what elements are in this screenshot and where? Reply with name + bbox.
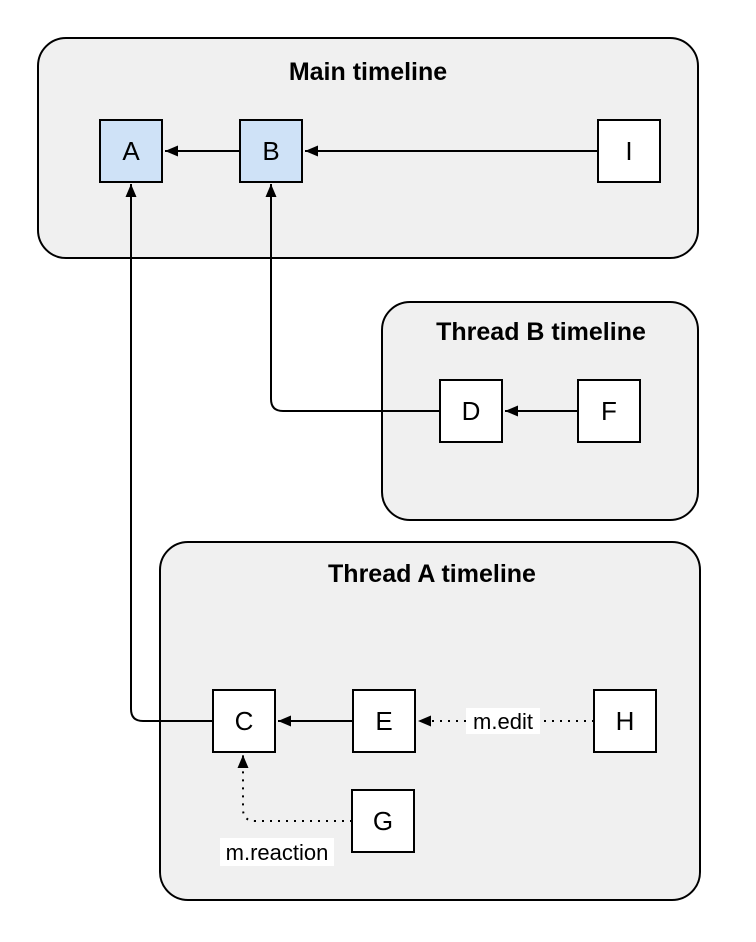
edge-label-m-reaction-text: m.reaction xyxy=(226,840,329,865)
node-b-label: B xyxy=(262,136,279,166)
edge-label-m-reaction-bg xyxy=(220,838,334,866)
container-main-timeline: Main timeline xyxy=(37,37,699,259)
container-thread-b-timeline-title: Thread B timeline xyxy=(436,318,646,346)
node-e-box xyxy=(352,689,416,753)
edge-label-m-edit: m.edit xyxy=(466,708,540,734)
node-f-box xyxy=(577,379,641,443)
node-b: B xyxy=(239,119,303,183)
edge-label-m-edit-text: m.edit xyxy=(473,709,533,734)
node-g-box xyxy=(351,789,415,853)
node-b-box xyxy=(239,119,303,183)
node-g-label: G xyxy=(373,806,393,836)
node-a-label: A xyxy=(122,136,140,166)
node-h: H xyxy=(593,689,657,753)
edge-d-to-b xyxy=(265,184,440,412)
node-c: C xyxy=(212,689,276,753)
node-e-label: E xyxy=(375,706,392,736)
node-i: I xyxy=(597,119,661,183)
node-d: D xyxy=(439,379,503,443)
container-main-timeline-title: Main timeline xyxy=(289,58,447,86)
node-h-box xyxy=(593,689,657,753)
container-main-timeline-box xyxy=(37,37,699,259)
edge-c-to-a xyxy=(125,184,213,722)
node-d-label: D xyxy=(462,396,481,426)
edge-label-m-edit-bg xyxy=(466,708,540,734)
node-a: A xyxy=(99,119,163,183)
node-f-label: F xyxy=(601,396,617,426)
node-a-box xyxy=(99,119,163,183)
node-i-label: I xyxy=(625,136,632,166)
node-c-label: C xyxy=(235,706,254,736)
node-h-label: H xyxy=(616,706,635,736)
container-thread-a-timeline-title: Thread A timeline xyxy=(328,560,536,588)
edge-label-m-reaction: m.reaction xyxy=(220,838,334,866)
node-d-box xyxy=(439,379,503,443)
node-i-box xyxy=(597,119,661,183)
node-e: E xyxy=(352,689,416,753)
node-g: G xyxy=(351,789,415,853)
node-f: F xyxy=(577,379,641,443)
node-c-box xyxy=(212,689,276,753)
edge-g-to-c xyxy=(237,755,352,822)
